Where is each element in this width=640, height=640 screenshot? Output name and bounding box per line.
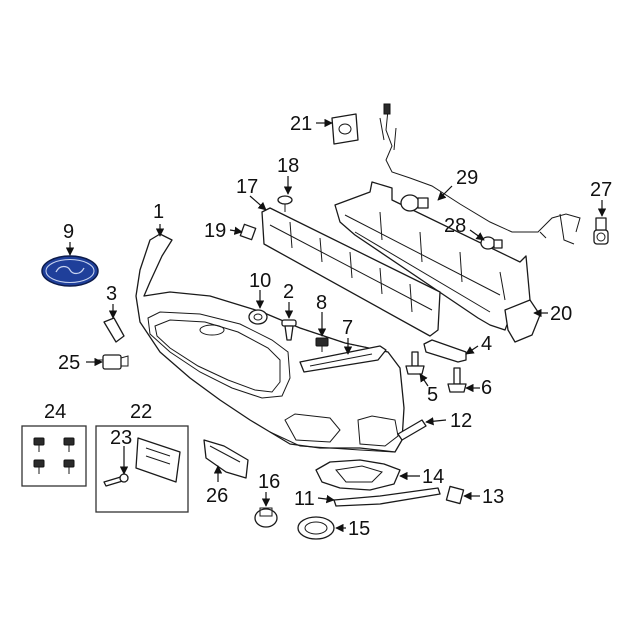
part-26-module xyxy=(203,439,249,479)
callout-27: 27 xyxy=(590,179,612,201)
part-10-nut xyxy=(248,309,268,325)
callout-3: 3 xyxy=(106,283,117,305)
part-6-bolt xyxy=(447,367,467,393)
part-14-fog-bezel xyxy=(315,459,401,491)
callout-9: 9 xyxy=(63,221,74,243)
part-28-park-sensor xyxy=(400,194,503,250)
bumper-cover xyxy=(135,233,405,453)
callout-14: 14 xyxy=(422,466,444,488)
part-13-clip xyxy=(445,485,465,505)
part-3-bracket xyxy=(103,317,125,343)
callout-5: 5 xyxy=(427,384,438,406)
part-24-screw-set xyxy=(21,425,87,487)
callout-23: 23 xyxy=(110,427,132,449)
callout-17: 17 xyxy=(236,176,258,198)
callout-6: 6 xyxy=(481,377,492,399)
part-27-sensor xyxy=(593,217,609,245)
part-22-group xyxy=(95,425,189,513)
part-5-bolt xyxy=(405,351,425,375)
callout-26: 26 xyxy=(206,485,228,507)
callout-10: 10 xyxy=(249,270,271,292)
callout-4: 4 xyxy=(481,333,492,355)
part-15-fog-ring xyxy=(297,516,335,540)
callout-13: 13 xyxy=(482,486,504,508)
screw-icon xyxy=(33,459,45,474)
callout-labels: 1 2 3 4 5 6 7 8 9 10 11 12 13 14 15 16 1… xyxy=(44,113,612,540)
callout-21: 21 xyxy=(290,113,312,135)
ford-emblem xyxy=(41,255,99,287)
part-21-bracket xyxy=(331,113,359,145)
callout-7: 7 xyxy=(342,317,353,339)
callout-2: 2 xyxy=(283,281,294,303)
screw-icon xyxy=(63,459,75,474)
part-8-screw xyxy=(315,337,329,352)
part-16-sensor xyxy=(254,507,278,528)
energy-absorber xyxy=(261,207,441,337)
callout-15: 15 xyxy=(348,518,370,540)
callout-28: 28 xyxy=(444,215,466,237)
part-2-push-pin xyxy=(281,319,297,341)
part-11-trim-strip xyxy=(333,487,441,507)
callout-16: 16 xyxy=(258,471,280,493)
callout-19: 19 xyxy=(204,220,226,242)
callout-24: 24 xyxy=(44,401,66,423)
part-12-stud xyxy=(397,419,427,441)
callout-1: 1 xyxy=(153,201,164,223)
part-4-bracket xyxy=(423,339,467,363)
callout-22: 22 xyxy=(130,401,152,423)
screw-icon xyxy=(33,437,45,452)
callout-8: 8 xyxy=(316,292,327,314)
part-7-bracket xyxy=(299,345,387,373)
leader-lines xyxy=(65,118,607,533)
callout-25: 25 xyxy=(58,352,80,374)
screw-icon xyxy=(63,437,75,452)
callout-18: 18 xyxy=(277,155,299,177)
bumper-reinforcement-beam xyxy=(334,181,541,343)
callout-29: 29 xyxy=(456,167,478,189)
callout-11: 11 xyxy=(294,488,315,510)
callout-12: 12 xyxy=(450,410,472,432)
part-19-clip xyxy=(239,223,257,241)
callout-20: 20 xyxy=(550,303,572,325)
part-25-sensor xyxy=(98,354,129,370)
part-18-push-pin xyxy=(277,195,293,212)
part-29-wiring-harness xyxy=(379,103,581,245)
